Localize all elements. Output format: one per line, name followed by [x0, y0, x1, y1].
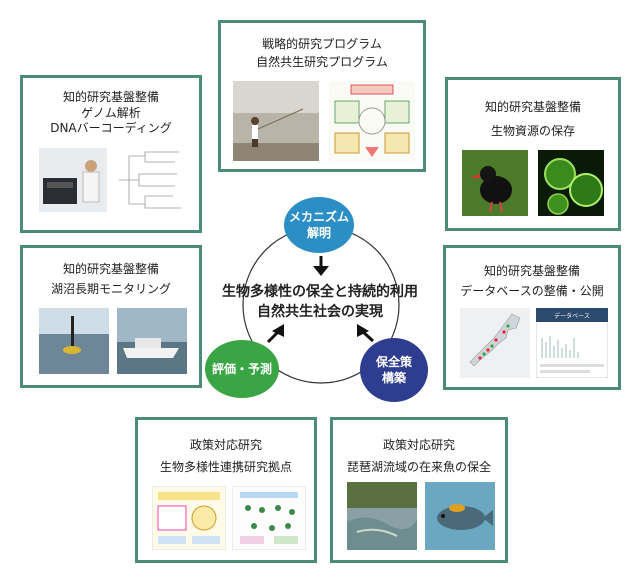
arrow-down-icon	[313, 256, 329, 276]
japan-map-thumbnail	[460, 308, 530, 378]
lake-monitoring-box: 知的研究基盤整備 湖沼長期モニタリング	[20, 245, 202, 388]
center-goal-line1: 生物多様性の保全と持続的利用	[222, 284, 418, 300]
box-subtitle: データベースの整備・公開	[460, 284, 604, 298]
biwa-fish-box: 政策対応研究 琵琶湖流域の在来魚の保全	[330, 417, 508, 563]
conserve-label-1: 保全策	[375, 355, 412, 369]
box-title: 政策対応研究	[382, 438, 455, 452]
box-title: 知的研究基盤整備	[483, 264, 580, 278]
mechanism-bubble: メカニズム 解明	[284, 197, 354, 253]
sequencer-photo	[39, 148, 107, 212]
box-title: 知的研究基盤整備	[62, 262, 159, 276]
box-subtitle-2: DNAバーコーディング	[50, 121, 172, 135]
phylogenetic-tree-image	[115, 148, 185, 212]
center-diagram-thumbnail	[152, 486, 226, 550]
field-research-photo	[233, 81, 319, 161]
biodiversity-center-box: 政策対応研究 生物多様性連携研究拠点	[135, 417, 317, 563]
survey-boat-photo	[117, 308, 187, 374]
strategic-program-box: 戦略的研究プログラム 自然共生研究プログラム	[218, 20, 426, 172]
box-subtitle: ゲノム解析	[81, 106, 141, 120]
evaluate-label: 評価・予測	[211, 362, 272, 376]
db-site-header: データベース	[554, 312, 590, 320]
bird-photo	[462, 150, 528, 216]
database-website-thumbnail: データベース	[536, 308, 608, 378]
mechanism-label-1: メカニズム	[288, 210, 349, 224]
conserve-label-2: 構築	[381, 371, 406, 385]
biological-resource-box: 知的研究基盤整備 生物資源の保存	[445, 77, 621, 231]
fish-photo	[425, 482, 495, 550]
evaluate-bubble: 評価・予測	[205, 340, 279, 398]
box-subtitle: 生物資源の保存	[490, 124, 575, 138]
mechanism-label-2: 解明	[306, 226, 331, 240]
box-subtitle: 琵琶湖流域の在来魚の保全	[346, 460, 491, 474]
network-diagram-thumbnail	[232, 486, 306, 550]
arrow-up-left-icon	[357, 324, 375, 343]
box-title: 政策対応研究	[189, 438, 262, 452]
database-box: 知的研究基盤整備 データベースの整備・公開 データベース	[443, 245, 621, 390]
algae-microscope-photo	[538, 150, 604, 216]
box-title: 知的研究基盤整備	[484, 100, 581, 114]
box-title: 知的研究基盤整備	[62, 90, 159, 104]
genome-analysis-box: 知的研究基盤整備 ゲノム解析 DNAバーコーディング	[20, 75, 202, 233]
lake-buoy-photo	[39, 308, 109, 374]
arrow-up-right-icon	[266, 324, 284, 344]
box-subtitle: 生物多様性連携研究拠点	[159, 460, 292, 474]
conserve-bubble: 保全策 構築	[360, 338, 428, 402]
program-diagram-thumbnail	[329, 81, 415, 161]
box-subtitle: 湖沼長期モニタリング	[50, 282, 171, 296]
box-title: 戦略的研究プログラム	[262, 37, 382, 51]
center-goal-line2: 自然共生社会の実現	[257, 304, 383, 320]
wetland-photo	[347, 482, 417, 550]
box-subtitle: 自然共生研究プログラム	[256, 55, 388, 69]
